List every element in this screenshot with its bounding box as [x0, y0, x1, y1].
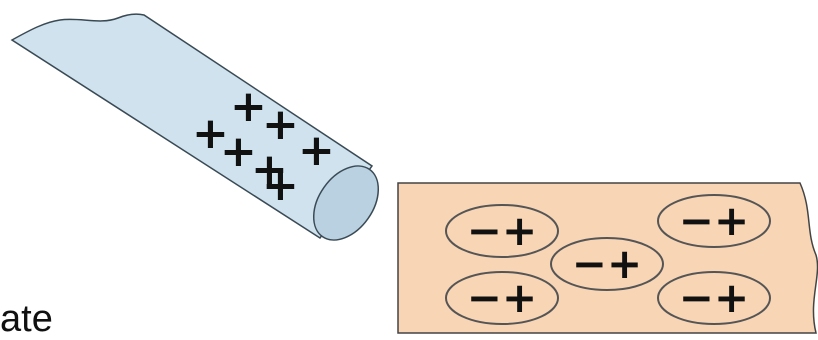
rod-charges: + + + + + + +	[192, 81, 335, 211]
dipole-molecule: −+	[445, 204, 559, 258]
dipole-molecule: −+	[445, 271, 559, 325]
dipole-molecule: −+	[657, 194, 771, 248]
dipole-label: −+	[572, 239, 642, 288]
dipole-molecule: −+	[550, 237, 664, 291]
rod-body	[10, 13, 374, 240]
dipole-ellipse	[445, 204, 559, 258]
rod-charge: +	[251, 144, 288, 195]
dipole-ellipse	[550, 237, 664, 291]
dipole-label: −+	[467, 206, 537, 255]
dipole-ellipse	[657, 271, 771, 325]
rod-charge: +	[192, 108, 229, 159]
rod-end-cap	[312, 165, 380, 241]
rod-charge: +	[262, 99, 299, 150]
dipole-label: −+	[679, 273, 749, 322]
caption-text: ate	[0, 298, 53, 340]
neutral-plate: −+ −+ −+ −+ −+	[397, 182, 818, 334]
rod-charge: +	[230, 81, 267, 132]
dipole-ellipse	[657, 194, 771, 248]
dipole-ellipse	[445, 271, 559, 325]
dipole-molecule: −+	[657, 271, 771, 325]
rod-charge: +	[298, 125, 335, 176]
dipole-label: −+	[467, 273, 537, 322]
rod-charge: +	[262, 160, 299, 211]
rod-charge: +	[220, 126, 257, 177]
charged-rod: + + + + + + +	[10, 13, 380, 241]
dipole-label: −+	[679, 196, 749, 245]
